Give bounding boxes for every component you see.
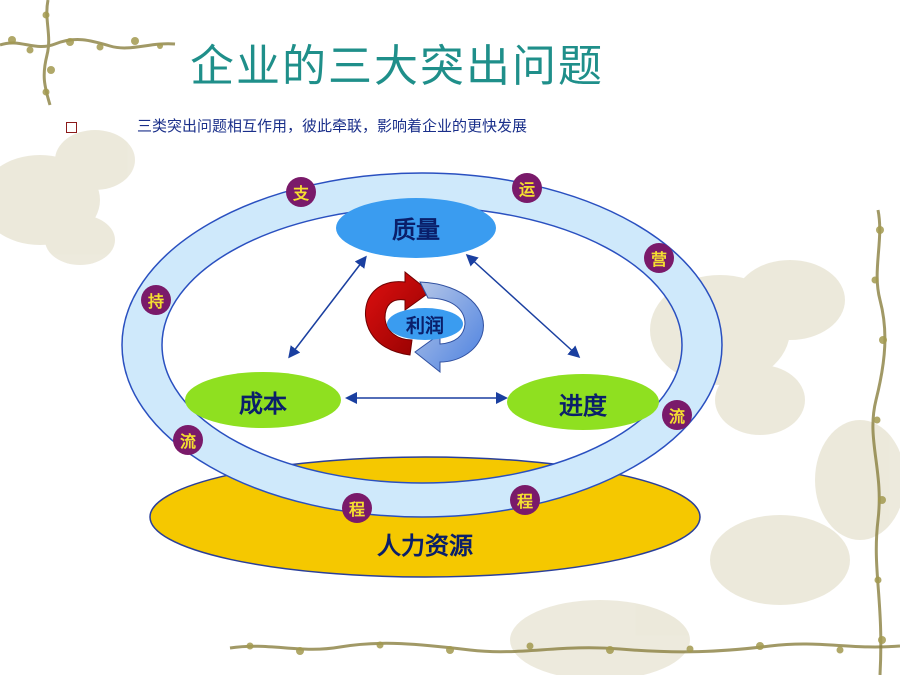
hr-label: 人力资源 [377,532,473,560]
schedule-ellipse [507,374,659,430]
support-ring [121,172,723,518]
ring-badge-zhi: 支 [286,177,316,207]
ring-badge-cheng-right: 程 [510,485,540,515]
ring-badge-ying: 营 [644,243,674,273]
ring-badge-liu-left: 流 [173,425,203,455]
ring-badge-yun: 运 [512,173,542,203]
ring-badge-liu-right: 流 [662,400,692,430]
cost-ellipse [185,372,341,428]
svg-text:支: 支 [292,184,310,203]
slide-subtitle: 三类突出问题相互作用，彼此牵联，影响着企业的更快发展 [137,117,528,135]
svg-text:程: 程 [517,492,533,511]
ring-badge-chi: 持 [141,285,171,315]
bullet-square-icon [66,122,77,133]
svg-text:程: 程 [349,500,365,519]
svg-text:运: 运 [519,180,535,199]
profit-label: 利润 [406,314,444,337]
schedule-label: 进度 [559,392,608,420]
profit-ellipse [387,308,463,340]
svg-text:流: 流 [669,407,685,426]
slide-title: 企业的三大突出问题 [190,41,604,92]
cost-label: 成本 [239,390,287,418]
quality-label: 质量 [392,216,440,244]
ring-badge-cheng-left: 程 [342,493,372,523]
quality-ellipse [336,198,496,258]
vine-bottom [229,641,900,654]
svg-text:营: 营 [651,250,667,269]
cycle-arrows-icon [364,270,484,374]
svg-text:持: 持 [148,292,164,311]
arrow-quality-schedule [465,253,581,359]
svg-text:流: 流 [180,432,196,451]
arrow-quality-cost [288,255,367,359]
